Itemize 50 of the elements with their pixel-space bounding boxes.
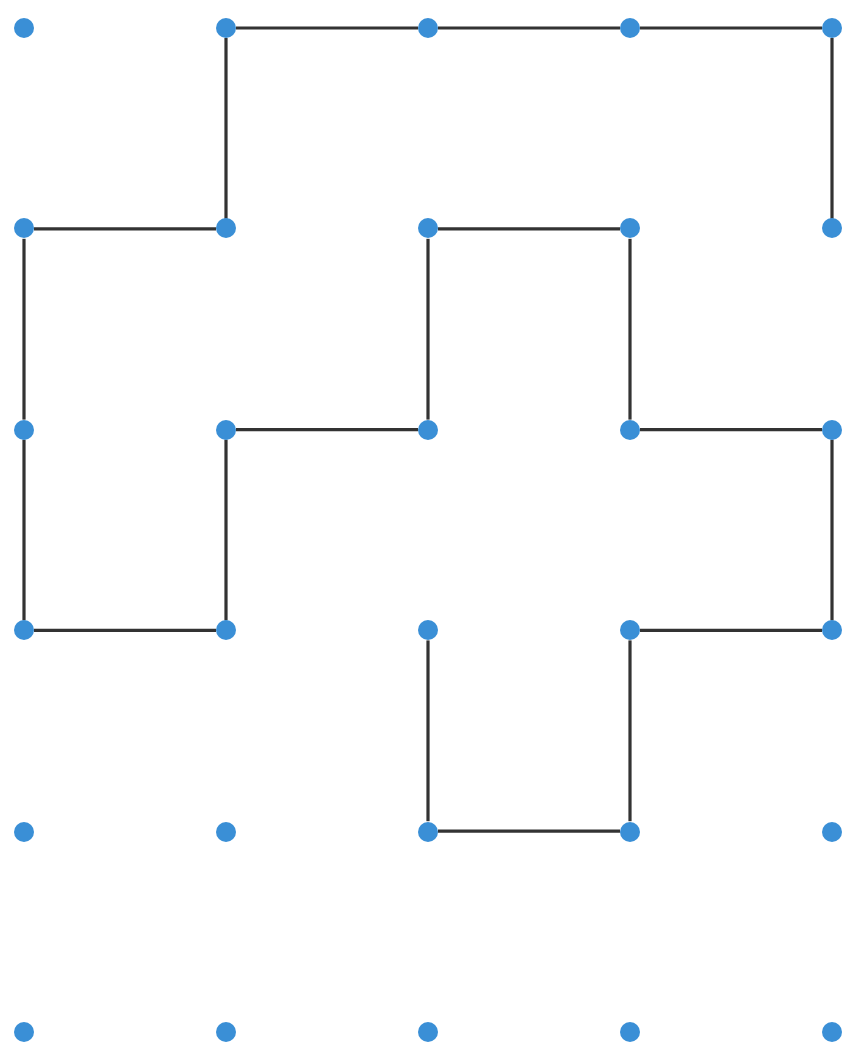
grid-dot: [822, 1022, 842, 1042]
line-segment: [426, 238, 430, 420]
grid-dot: [418, 1022, 438, 1042]
grid-dot: [216, 1022, 236, 1042]
grid-dot: [418, 18, 438, 38]
line-segment: [438, 829, 620, 833]
grid-dot: [822, 18, 842, 38]
line-segment: [640, 628, 822, 632]
grid-dot: [216, 620, 236, 641]
grid-dot: [14, 821, 34, 842]
line-segment: [628, 238, 632, 420]
grid-dot: [216, 218, 236, 239]
line-segment: [224, 439, 228, 621]
line-segment: [640, 428, 822, 432]
line-segment: [236, 26, 418, 30]
grid-dot: [822, 620, 842, 641]
line-segment: [34, 628, 216, 632]
line-segment: [438, 227, 620, 231]
grid-dot: [14, 419, 34, 440]
line-segment: [22, 439, 26, 621]
grid-dot: [216, 821, 236, 842]
grid-dot: [620, 18, 640, 38]
line-segment: [830, 38, 834, 219]
grid-dot: [216, 18, 236, 38]
line-segment: [34, 227, 216, 231]
line-segment: [22, 238, 26, 420]
grid-dot: [620, 620, 640, 641]
line-segment: [640, 26, 822, 30]
grid-dot: [620, 218, 640, 239]
grid-dot: [418, 218, 438, 239]
line-segment: [426, 640, 430, 822]
line-segment: [830, 439, 834, 621]
grid-dot: [216, 419, 236, 440]
grid-dot: [14, 18, 34, 38]
grid-dot: [14, 620, 34, 641]
grid-dot: [822, 419, 842, 440]
grid-dot: [620, 419, 640, 440]
grid-dot: [822, 821, 842, 842]
line-segment: [628, 640, 632, 822]
grid-dot: [14, 218, 34, 239]
grid-dot: [620, 821, 640, 842]
line-segment: [438, 26, 620, 30]
grid-dot: [418, 821, 438, 842]
line-segment: [224, 38, 228, 219]
grid-dot: [620, 1022, 640, 1042]
grid-dot: [14, 1022, 34, 1042]
line-segment: [236, 428, 418, 432]
grid-dot: [822, 218, 842, 239]
grid-dot: [418, 419, 438, 440]
grid-dot: [418, 620, 438, 641]
